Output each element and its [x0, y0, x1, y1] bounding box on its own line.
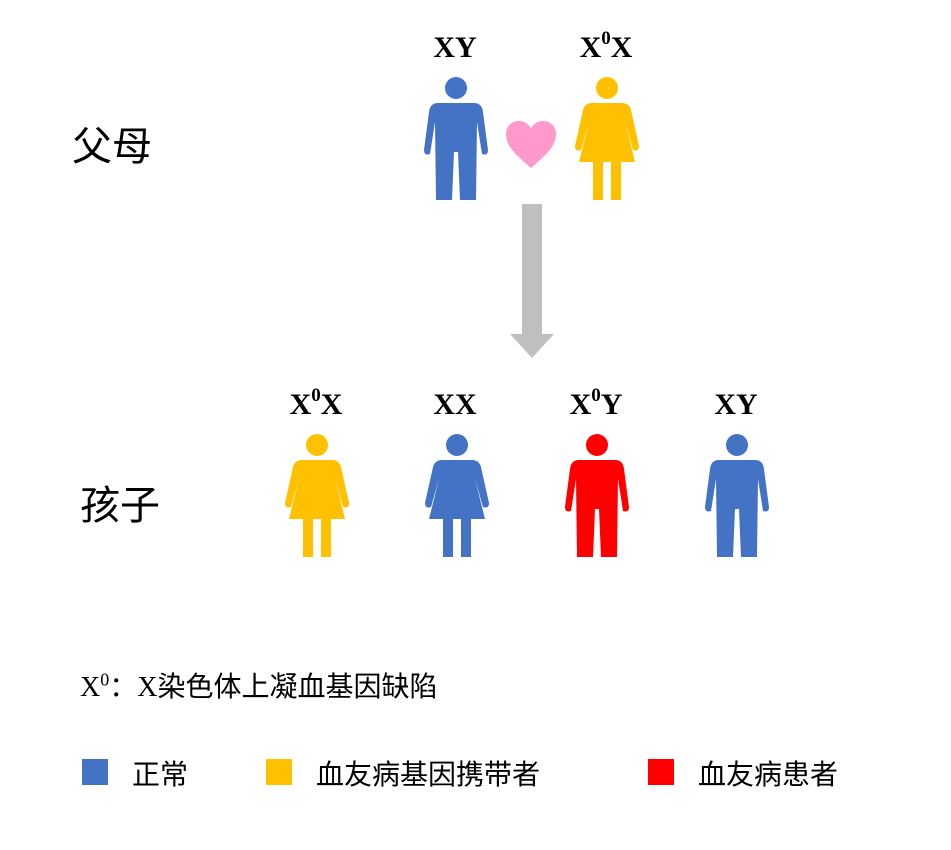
child-figure-son-patient [565, 434, 629, 557]
female-person-icon [575, 77, 639, 200]
footnote: X0：X染色体上凝血基因缺陷 [80, 669, 438, 703]
child-genotype: XY [714, 388, 758, 421]
child-genotype: XX [433, 388, 477, 421]
child-figure-daughter-normal [425, 434, 489, 557]
legend-swatch-normal [82, 759, 108, 785]
mother-genotype: X0X [579, 28, 633, 64]
legend-label-carrier: 血友病基因携带者 [316, 758, 541, 791]
female-person-icon [425, 434, 489, 557]
down-arrow-icon [510, 204, 554, 358]
male-person-icon [424, 77, 488, 200]
child-figure-son-normal [705, 434, 769, 557]
child-genotype: X0Y [569, 385, 623, 421]
father-figure [424, 77, 488, 200]
parents-label: 父母 [72, 124, 152, 170]
male-person-icon [565, 434, 629, 557]
legend-swatch-patient [648, 759, 674, 785]
child-figure-daughter-carrier [285, 434, 349, 557]
male-person-icon [705, 434, 769, 557]
legend-swatch-carrier [266, 759, 292, 785]
mother-figure [575, 77, 639, 200]
legend-label-normal: 正常 [132, 758, 189, 791]
child-genotype: X0X [289, 385, 343, 421]
heart-icon [506, 121, 556, 168]
female-person-icon [285, 434, 349, 557]
children-label: 孩子 [80, 483, 160, 529]
father-genotype: XY [433, 31, 477, 64]
legend-label-patient: 血友病患者 [698, 758, 839, 791]
